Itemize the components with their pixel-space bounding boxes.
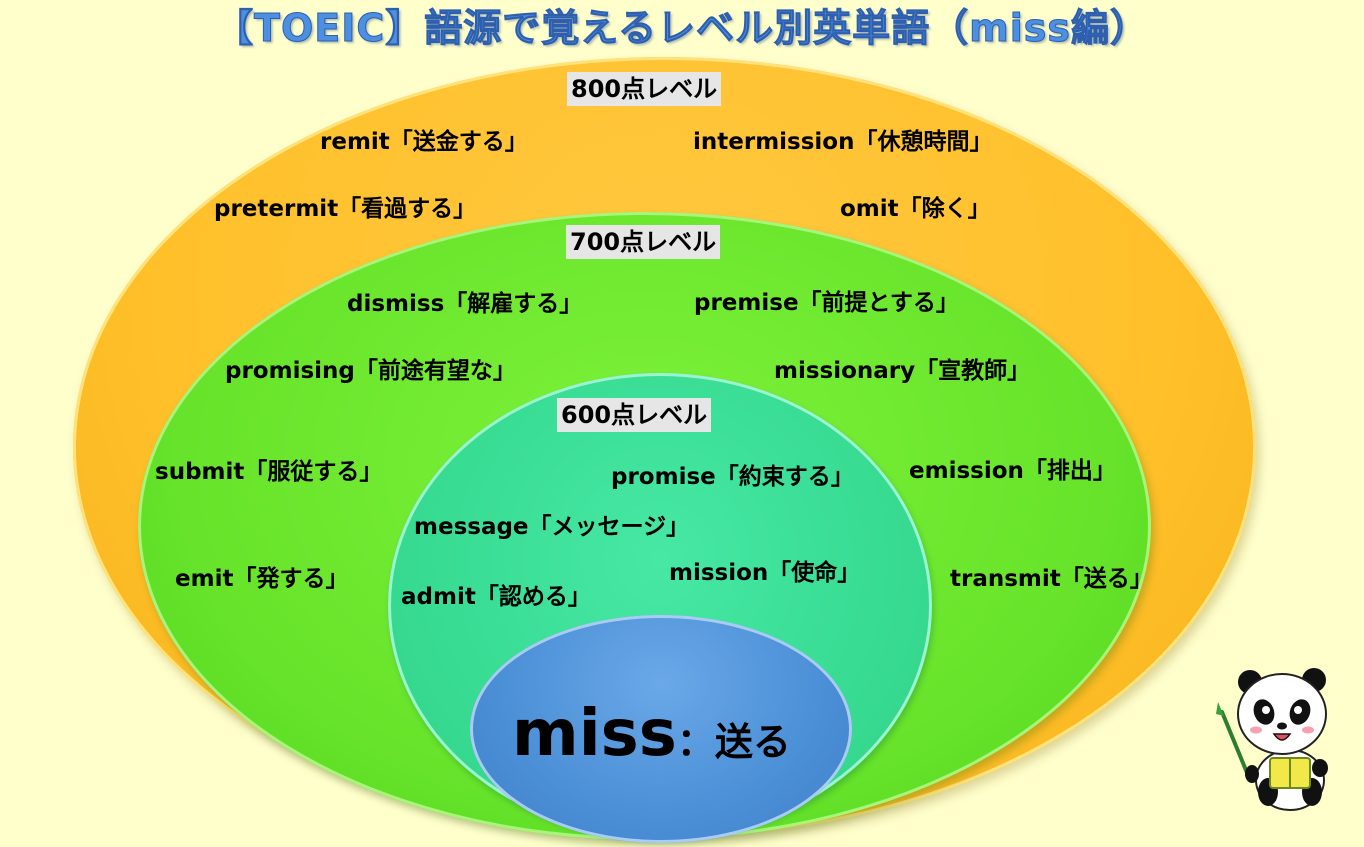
word-promising: promising「前途有望な」: [225, 356, 516, 386]
word-submit: submit「服従する」: [155, 457, 382, 487]
word-premise: premise「前提とする」: [694, 288, 959, 318]
word-dismiss: dismiss「解雇する」: [347, 289, 582, 319]
root-meaning: 送る: [715, 720, 791, 764]
word-message: message「メッセージ」: [414, 512, 689, 542]
level-800-label: 800点レベル: [567, 72, 721, 106]
root-separator: ：: [677, 720, 715, 764]
word-remit: remit「送金する」: [320, 127, 528, 157]
root-word-text: miss: [512, 697, 677, 771]
level-600-label: 600点レベル: [557, 398, 711, 432]
word-pretermit: pretermit「看過する」: [214, 194, 476, 224]
level-700-label: 700点レベル: [566, 225, 720, 259]
word-transmit: transmit「送る」: [950, 564, 1153, 594]
word-mission: mission「使命」: [669, 558, 860, 588]
panda-teacher-icon: [1212, 662, 1352, 812]
word-promise: promise「約束する」: [611, 462, 854, 492]
word-omit: omit「除く」: [840, 194, 991, 224]
root-word: miss：送る: [512, 697, 791, 771]
word-missionary: missionary「宣教師」: [774, 356, 1030, 386]
word-emit: emit「発する」: [175, 564, 348, 594]
word-intermission: intermission「休憩時間」: [693, 127, 992, 157]
word-admit: admit「認める」: [401, 582, 591, 612]
word-emission: emission「排出」: [909, 456, 1116, 486]
page-title: 【TOEIC】語源で覚えるレベル別英単語（miss編）: [0, 2, 1364, 54]
